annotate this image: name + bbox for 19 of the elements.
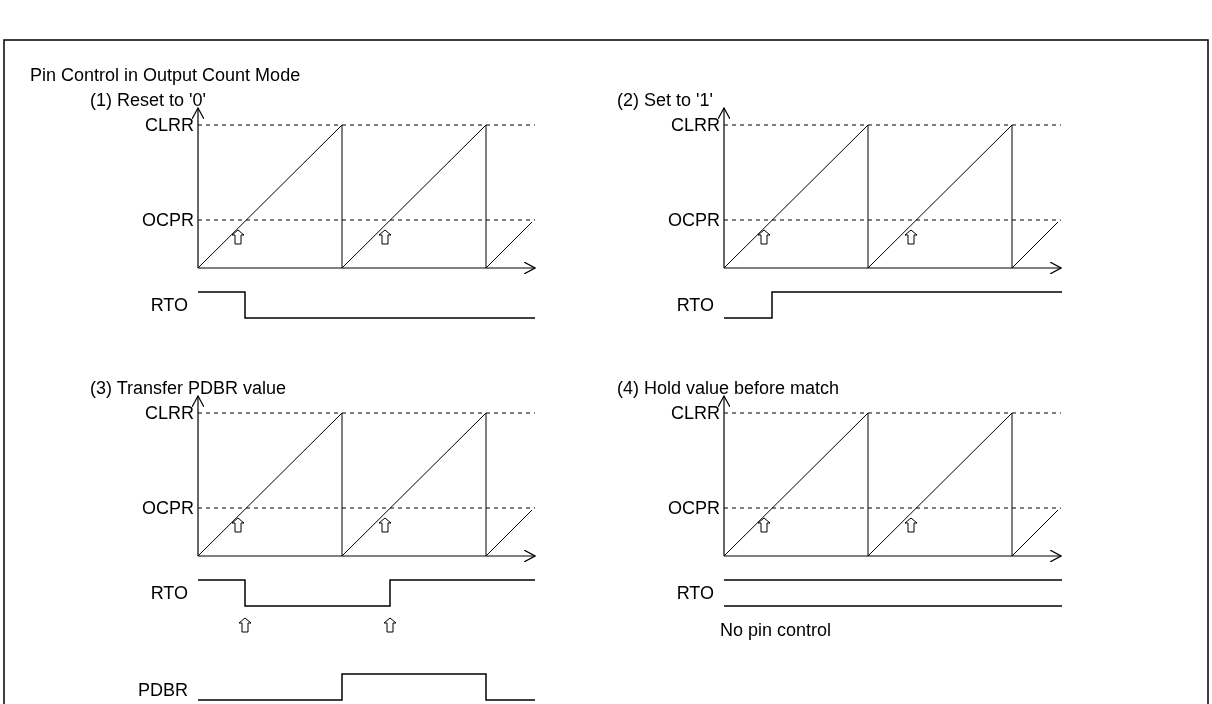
panel-heading: (1) Reset to '0' — [90, 90, 206, 110]
signal-name: RTO — [150, 583, 188, 603]
signal-name: PDBR — [138, 680, 188, 700]
signal-name: CLRR — [145, 403, 194, 423]
signal-name: RTO — [676, 295, 714, 315]
panel-heading: (2) Set to '1' — [617, 90, 713, 110]
signal-name: OCPR — [668, 210, 720, 230]
signal-name: CLRR — [671, 403, 720, 423]
diagram-title: Pin Control in Output Count Mode — [30, 65, 301, 85]
signal-name: CLRR — [145, 115, 194, 135]
signal-name: CLRR — [671, 115, 720, 135]
signal-name: OCPR — [142, 498, 194, 518]
signal-name: OCPR — [668, 498, 720, 518]
panel-heading: (3) Transfer PDBR value — [90, 378, 287, 398]
signal-name: RTO — [676, 583, 714, 603]
panel-heading: (4) Hold value before match — [617, 378, 840, 398]
note-text: No pin control — [720, 620, 832, 640]
signal-name: RTO — [150, 295, 188, 315]
signal-name: OCPR — [142, 210, 194, 230]
